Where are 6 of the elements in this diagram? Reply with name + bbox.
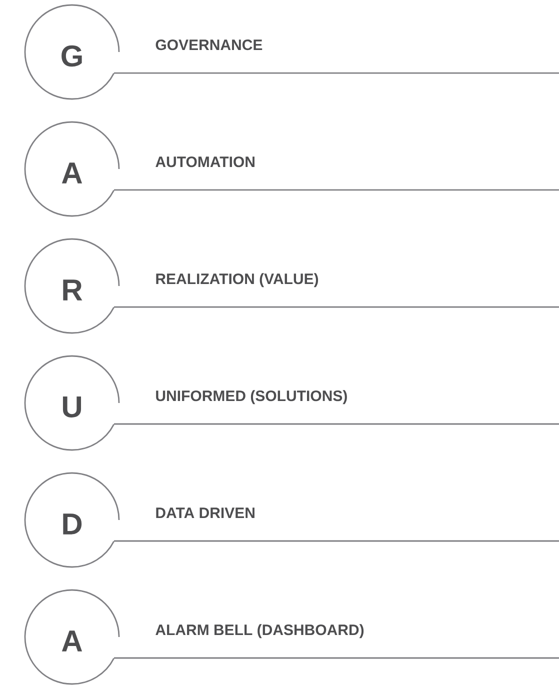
item-label: REALIZATION (VALUE) — [156, 273, 318, 288]
item-label: ALARM BELL (DASHBOARD) — [156, 624, 364, 638]
item-label: AUTOMATION — [156, 156, 254, 168]
item-label: UNIFORMED (SOLUTIONS) — [156, 390, 347, 404]
item-label: DATA DRIVEN — [156, 508, 254, 518]
item-label: GOVERNANCE — [156, 40, 262, 50]
